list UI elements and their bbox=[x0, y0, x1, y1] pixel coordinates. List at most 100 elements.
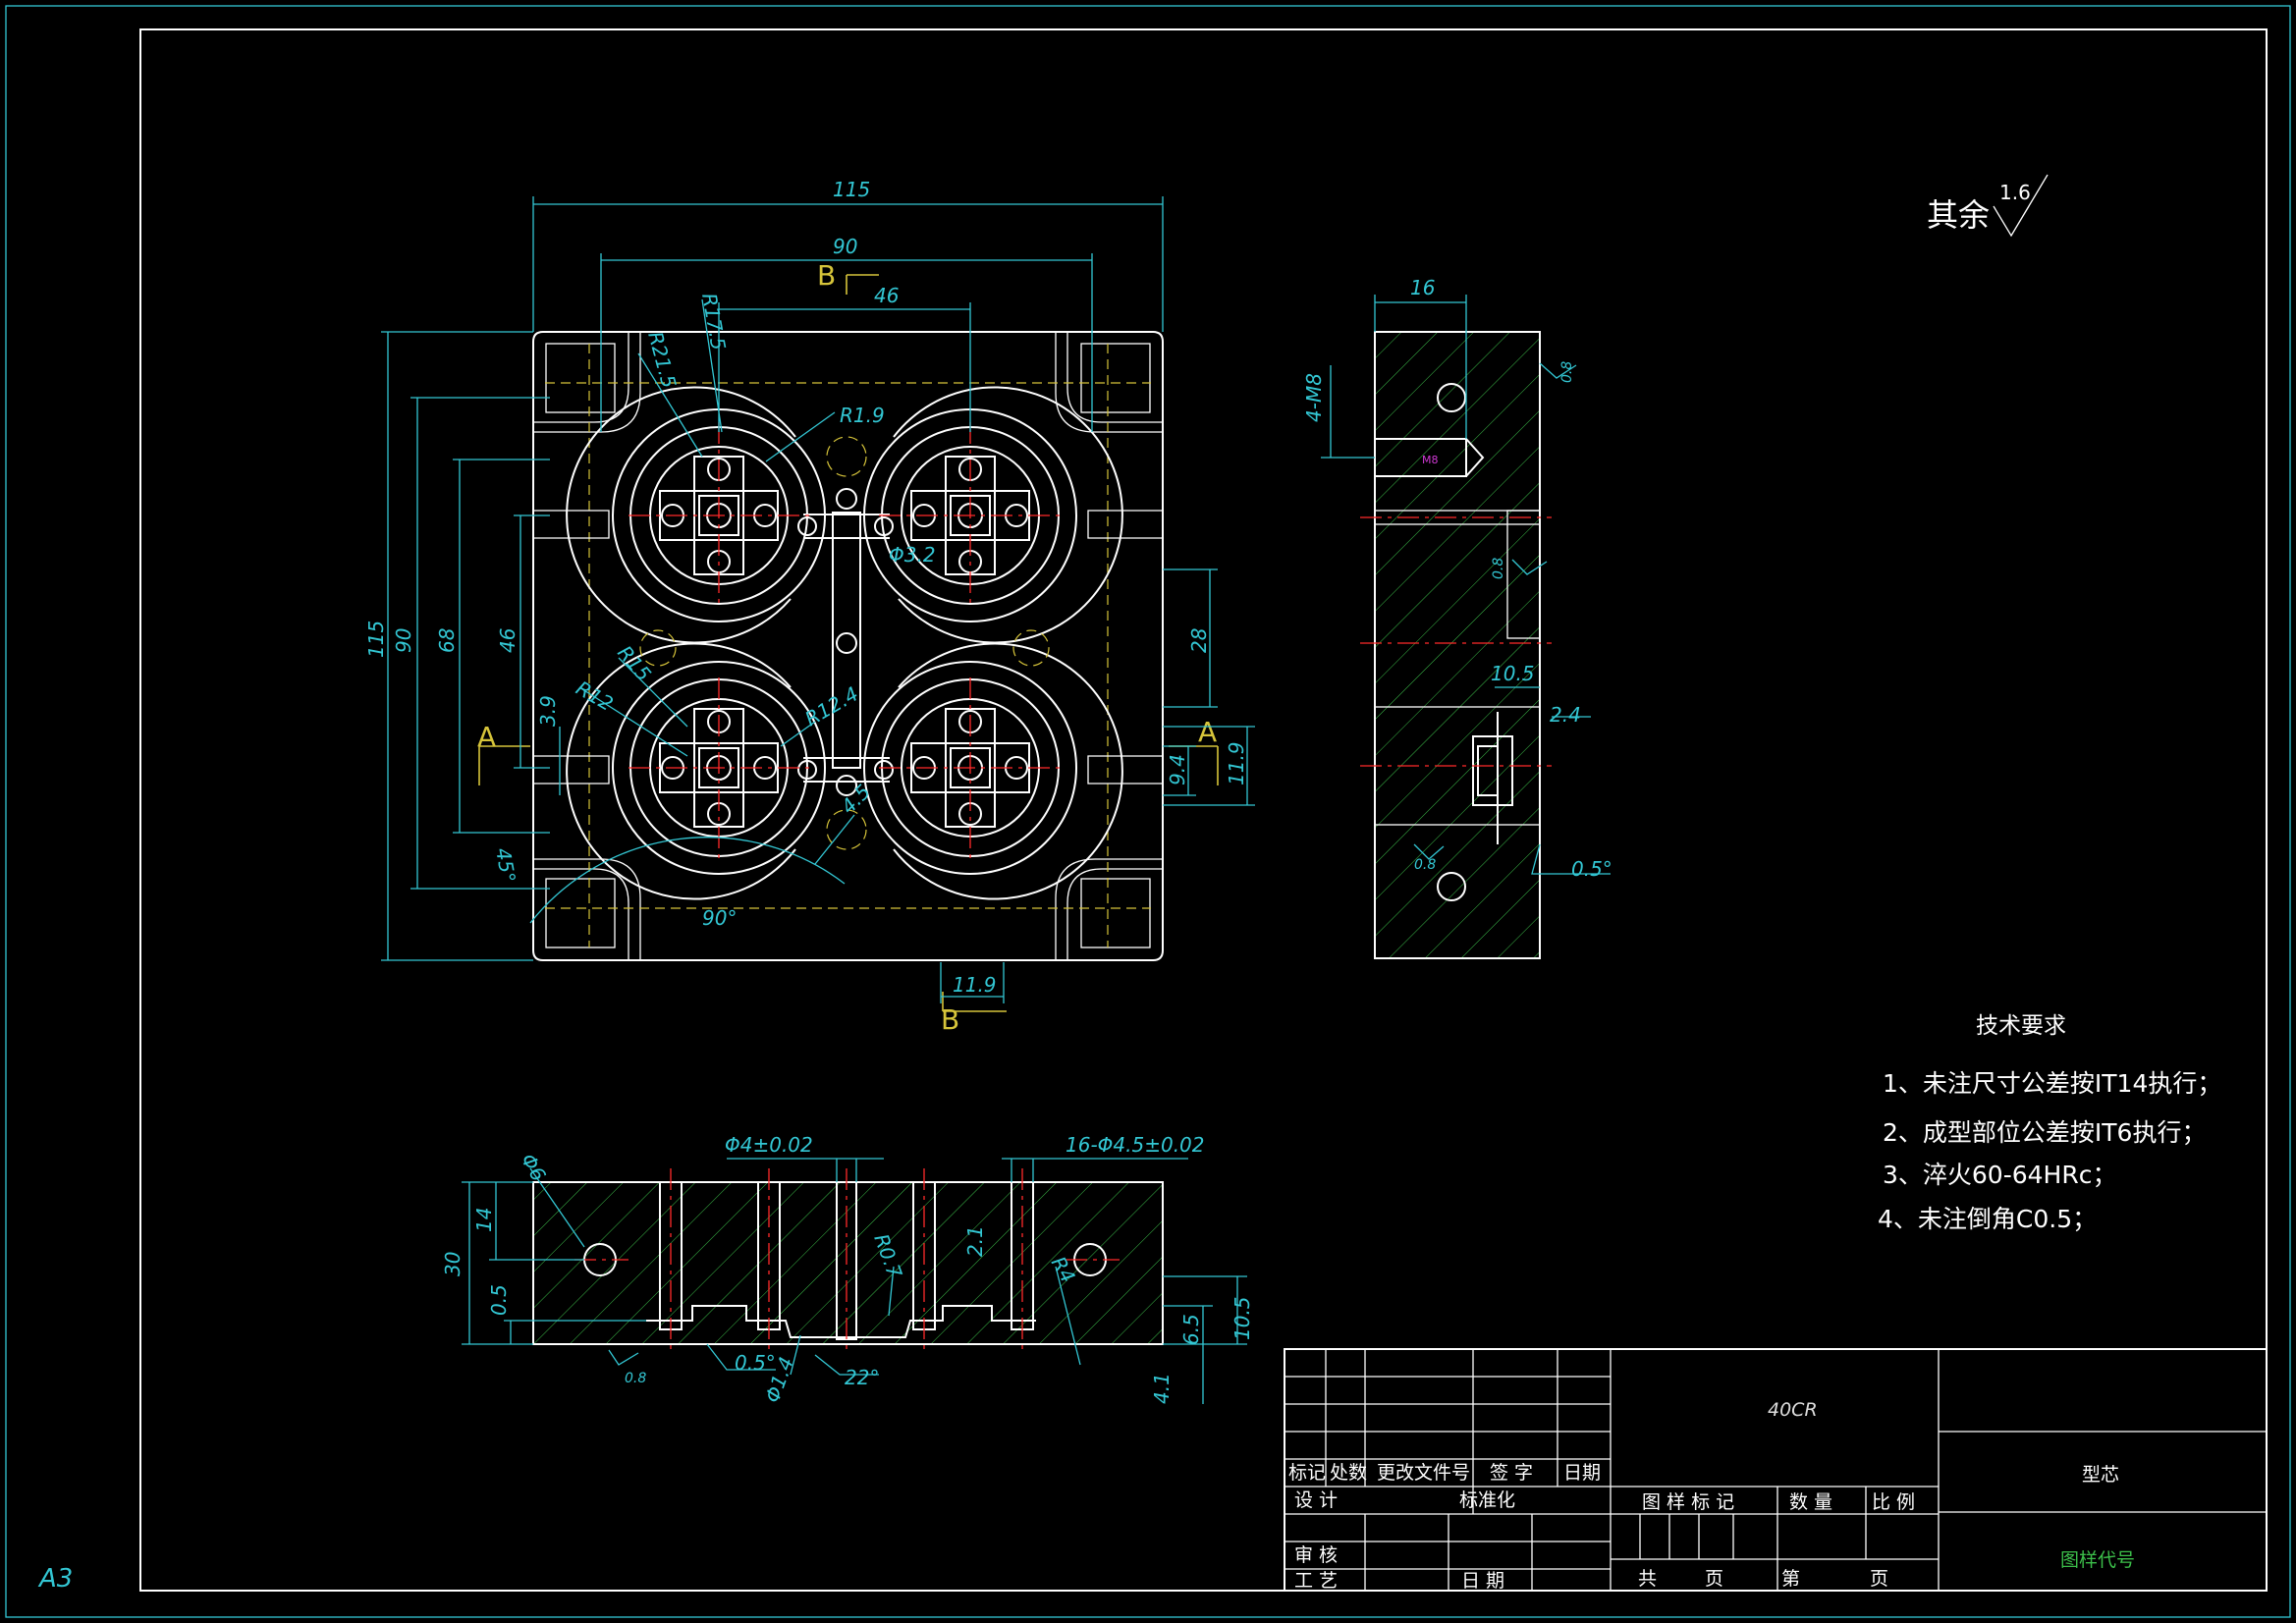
tb-label-mark: 标记 bbox=[1288, 1462, 1326, 1484]
cavity-ring-open bbox=[893, 642, 1123, 900]
tb-part-name: 型芯 bbox=[2082, 1464, 2119, 1486]
tech-req-item-3: 3、淬火60-64HRc； bbox=[1883, 1161, 2116, 1189]
tb-quantity: 数 量 bbox=[1789, 1491, 1832, 1513]
corner-pocket-tl bbox=[545, 343, 616, 413]
tb-standardize: 标准化 bbox=[1459, 1489, 1515, 1511]
runner-node-bottom-right bbox=[874, 760, 894, 780]
title-block-frame bbox=[1284, 1348, 2268, 1592]
side-slots bbox=[533, 510, 1163, 784]
corner-pocket-bl bbox=[545, 878, 616, 948]
runner-node-top bbox=[836, 488, 857, 510]
tb-sheet: 页 bbox=[1705, 1568, 1723, 1590]
front-dim-16-phi4-5: 16-Φ4.5±0.02 bbox=[1066, 1133, 1205, 1157]
front-dim-lines bbox=[462, 1158, 1247, 1404]
front-dim-10-5: 10.5 bbox=[1230, 1296, 1254, 1340]
cavity-cross bbox=[659, 708, 779, 828]
front-dim-4-1: 4.1 bbox=[1150, 1373, 1174, 1404]
dim-68-left: 68 bbox=[435, 628, 459, 653]
cavity-ring-open bbox=[566, 386, 796, 644]
tb-design: 设 计 bbox=[1294, 1489, 1338, 1511]
cavity-bottom-right bbox=[863, 642, 1123, 900]
cavity-ring-outer bbox=[863, 661, 1077, 875]
plate-inner-outline bbox=[533, 332, 1163, 960]
front-dim-0-5: 0.5 bbox=[487, 1284, 511, 1316]
front-bottom-profile bbox=[646, 1305, 1036, 1338]
dim-90deg: 90° bbox=[702, 906, 737, 930]
roughness-value: 1.6 bbox=[1999, 181, 2031, 204]
tb-total: 共 bbox=[1638, 1568, 1657, 1590]
front-hatch bbox=[533, 1182, 1163, 1344]
side-hatch bbox=[1375, 332, 1540, 958]
dim-90-top: 90 bbox=[833, 235, 857, 258]
dim-r12: R12 bbox=[573, 676, 618, 716]
dashed-hole-1 bbox=[826, 436, 867, 477]
side-hole-top bbox=[1437, 383, 1466, 412]
side-dim-0-8-mid: 0.8 bbox=[1491, 558, 1506, 579]
side-dim-10-5: 10.5 bbox=[1491, 662, 1535, 685]
tech-req-title: 技术要求 bbox=[1976, 1013, 2066, 1039]
dim-r15: R15 bbox=[613, 641, 656, 686]
cavity-cross bbox=[659, 456, 779, 575]
tech-req-item-4: 4、未注倒角C0.5； bbox=[1878, 1205, 2097, 1233]
cavity-cross bbox=[910, 708, 1030, 828]
cavity-centerlines bbox=[629, 422, 810, 609]
technical-requirements: 技术要求 1、未注尺寸公差按IT14执行； 2、成型部位公差按IT6执行； 3、… bbox=[1878, 1013, 2221, 1233]
section-label-b-top: B bbox=[817, 259, 836, 292]
tb-page: 页 bbox=[1870, 1568, 1888, 1590]
side-outline bbox=[1374, 331, 1541, 959]
dim-46-left: 46 bbox=[496, 628, 519, 653]
dimension-lines bbox=[381, 196, 1255, 1003]
cavity-core-square bbox=[698, 747, 739, 788]
tb-scale: 比 例 bbox=[1872, 1491, 1915, 1513]
side-dim-lines bbox=[1321, 295, 1611, 875]
front-dim-2-1: 2.1 bbox=[963, 1225, 987, 1257]
inner-border bbox=[139, 28, 2268, 1592]
dim-r17-5: R17.5 bbox=[697, 292, 731, 352]
front-dim-22deg: 22° bbox=[845, 1366, 879, 1389]
tech-req-item-2: 2、成型部位公差按IT6执行； bbox=[1883, 1118, 2206, 1147]
cavity-cross bbox=[910, 456, 1030, 575]
hidden-lines bbox=[545, 344, 1151, 947]
title-block: 40CR 型芯 图样代号 标记 处数 更改文件号 签 字 日期 设 计 标准化 … bbox=[1284, 1348, 2268, 1592]
top-view: A A B B 115 90 46 R21.5 R17.5 R1.9 Φ3.2 … bbox=[364, 178, 1255, 1036]
tb-check: 审 核 bbox=[1294, 1544, 1338, 1566]
side-thread-tip bbox=[1465, 438, 1485, 477]
section-label-b-bottom: B bbox=[941, 1003, 959, 1036]
side-dim-2-4: 2.4 bbox=[1550, 703, 1581, 727]
center-runner bbox=[803, 512, 890, 783]
tb-material: 40CR bbox=[1768, 1399, 1818, 1421]
outer-border bbox=[5, 5, 2291, 1618]
corner-pocket-br bbox=[1080, 878, 1151, 948]
tb-label-date: 日期 bbox=[1563, 1462, 1601, 1484]
cavity-ring-open bbox=[893, 386, 1123, 644]
cavity-core-square bbox=[950, 747, 991, 788]
dim-4-5: 4.5 bbox=[837, 780, 875, 818]
front-centerlines bbox=[574, 1168, 1120, 1355]
dim-115-top: 115 bbox=[833, 178, 870, 201]
tb-page-no: 第 bbox=[1781, 1568, 1800, 1590]
front-dim-0-5deg: 0.5° bbox=[735, 1351, 776, 1375]
side-dim-0-8-bottom: 0.8 bbox=[1414, 857, 1436, 873]
runner-node-center bbox=[836, 632, 857, 654]
cavity-centerlines bbox=[879, 422, 1061, 609]
dim-3-9: 3.9 bbox=[536, 695, 560, 727]
section-label-a-right: A bbox=[1198, 716, 1217, 748]
dim-11-9-bottom: 11.9 bbox=[953, 973, 997, 997]
dim-9-4: 9.4 bbox=[1166, 754, 1189, 785]
side-dim-0-8-top: 0.8 bbox=[1559, 361, 1575, 383]
dim-115-left: 115 bbox=[364, 621, 388, 658]
tb-drawing-mark: 图 样 标 记 bbox=[1642, 1491, 1734, 1513]
section-label-a-left: A bbox=[477, 721, 496, 753]
dim-28: 28 bbox=[1187, 628, 1211, 653]
front-dim-6-5: 6.5 bbox=[1179, 1314, 1203, 1345]
front-dim-14: 14 bbox=[472, 1208, 496, 1232]
front-dim-phi4: Φ4±0.02 bbox=[725, 1133, 813, 1157]
cavity-top-right bbox=[863, 386, 1123, 644]
surface-roughness-note: 其余 1.6 bbox=[1927, 174, 2049, 238]
tb-process: 工 艺 bbox=[1294, 1570, 1338, 1592]
cavity-centerlines bbox=[879, 677, 1061, 859]
cavity-top-left bbox=[566, 386, 826, 644]
dashed-hole-4 bbox=[1012, 629, 1050, 667]
